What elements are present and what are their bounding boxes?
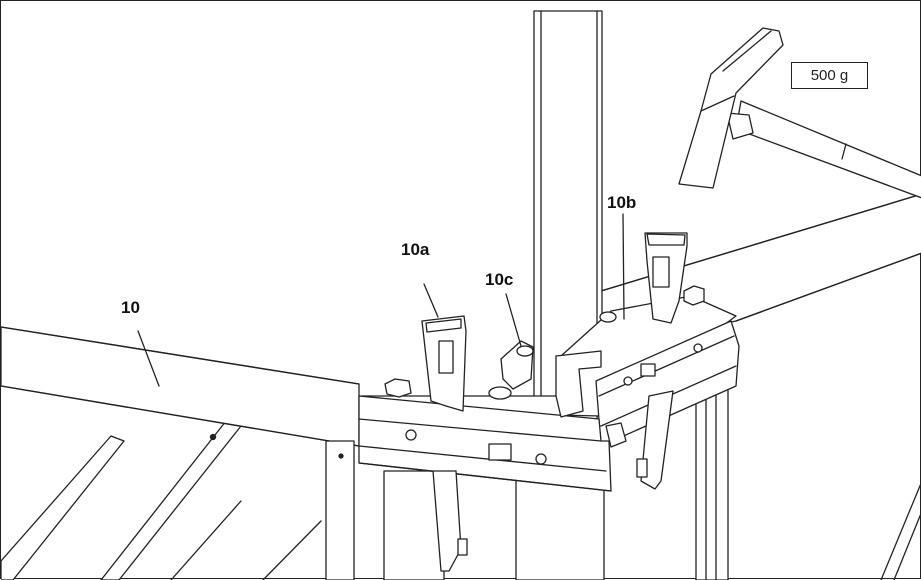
hammer-weight-label: 500 g bbox=[791, 62, 868, 89]
truss-bracing bbox=[1, 421, 321, 580]
clip-10c bbox=[501, 341, 533, 389]
leader-10a bbox=[424, 284, 438, 317]
callout-10b: 10b bbox=[607, 194, 636, 211]
callout-10c: 10c bbox=[485, 271, 513, 288]
beam-10 bbox=[1, 327, 359, 446]
hammer-icon bbox=[679, 28, 921, 198]
callout-10: 10 bbox=[121, 299, 140, 316]
callout-10a: 10a bbox=[401, 241, 429, 258]
leader-10c bbox=[506, 294, 521, 346]
